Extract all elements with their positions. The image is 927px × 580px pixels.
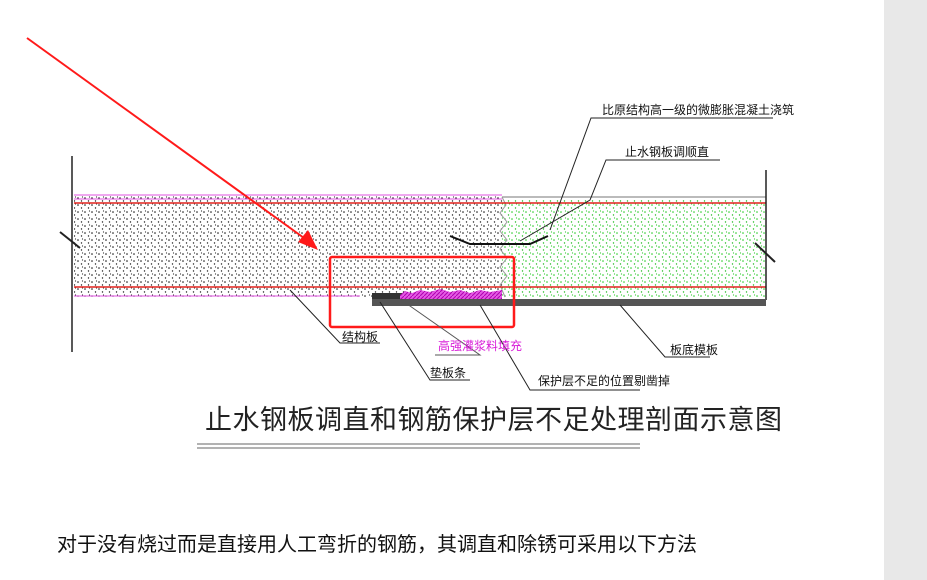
grout-fill (400, 289, 502, 299)
old-concrete-slab (74, 195, 502, 297)
new-concrete-pour (502, 200, 766, 297)
label-cover: 保护层不足的位置剔凿掉 (538, 374, 671, 388)
spacer-strip (372, 293, 402, 299)
drawing-title: 止水钢板调直和钢筋保护层不足处理剖面示意图 (205, 405, 783, 436)
annotation-arrow (26, 37, 305, 239)
highlight-box (328, 255, 516, 329)
waterstop-plate (449, 235, 549, 245)
label-grout: 高强灌浆料填充 (438, 339, 523, 353)
formwork (372, 299, 766, 306)
label-formwork: 板底模板 (670, 343, 719, 357)
label-waterstop: 止水钢板调顺直 (625, 145, 710, 159)
label-concrete-note: 比原结构高一级的微膨胀混凝土浇筑 (602, 103, 795, 117)
section-drawing (26, 37, 776, 449)
label-spacer: 垫板条 (430, 366, 467, 380)
viewer-side-gutter (884, 0, 927, 580)
body-paragraph: 对于没有烧过而是直接用人工弯折的钢筋，其调直和除锈可采用以下方法 (57, 532, 697, 556)
label-slab: 结构板 (342, 330, 379, 344)
document-page: 比原结构高一级的微膨胀混凝土浇筑 止水钢板调顺直 结构板 高强灌浆料填充 垫板条… (26, 37, 795, 556)
